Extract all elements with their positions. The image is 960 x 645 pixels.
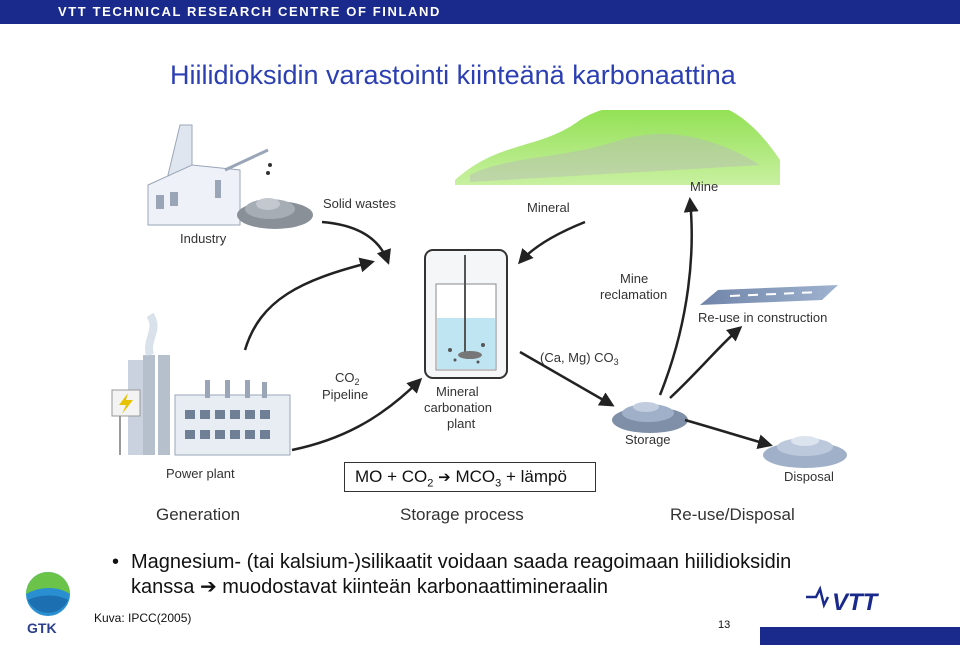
reuse-disposal-heading: Re-use/Disposal	[670, 505, 795, 524]
storage-pile-icon	[612, 402, 688, 433]
carbonation-plant-label: Mineral carbonation plant	[424, 384, 496, 431]
power-plant-icon	[111, 312, 291, 456]
arrow-right-icon: ➔	[438, 469, 451, 486]
co2-pipeline-label: CO2 Pipeline	[322, 370, 368, 402]
process-diagram: Industry Solid wastes Mineral Mine Mine …	[111, 110, 847, 524]
reuse-construction-label: Re-use in construction	[698, 310, 827, 325]
arrow-storage-to-mine	[658, 197, 699, 396]
arrow-mineral-to-plant	[518, 220, 586, 265]
arrow-storage-to-construction	[669, 326, 743, 399]
generation-heading: Generation	[156, 505, 240, 524]
source-credit: Kuva: IPCC(2005)	[94, 611, 192, 625]
mine-reclamation-label: Mine reclamation	[600, 271, 667, 302]
header-bar: VTT TECHNICAL RESEARCH CENTRE OF FINLAND	[0, 0, 960, 24]
vtt-logo: VTT	[806, 585, 880, 616]
vtt-logo-text: VTT	[832, 589, 880, 616]
equation-lhs-sub: 2	[427, 477, 434, 490]
industry-icon	[147, 124, 272, 226]
solid-wastes-label: Solid wastes	[323, 196, 396, 211]
industry-label: Industry	[180, 231, 227, 246]
arrow-power-plant-to-plant	[243, 257, 375, 351]
equation-product-sub: 3	[495, 477, 502, 490]
hill-shape	[455, 110, 780, 185]
disposal-pile-icon	[763, 436, 847, 468]
hill-shadow	[470, 134, 760, 182]
storage-process-heading: Storage process	[400, 505, 524, 524]
equation-lhs: MO + CO	[355, 467, 428, 486]
bullet-line-2: kanssa ➔ muodostavat kiinteän karbonaatt…	[131, 576, 609, 598]
bullet-dot-icon: •	[112, 551, 120, 573]
arrow-storage-to-disposal	[684, 418, 773, 449]
ca-mg-co3-label: (Ca, Mg) CO3	[540, 350, 619, 367]
solid-wastes-pile-icon	[237, 198, 313, 229]
gtk-logo: GTK	[26, 572, 70, 636]
arrow-plant-to-storage	[519, 350, 615, 407]
org-name: VTT TECHNICAL RESEARCH CENTRE OF FINLAND	[58, 4, 441, 19]
equation-product: MCO	[455, 467, 496, 486]
bullet-text: Magnesium- (tai kalsium-)silikaatit void…	[131, 550, 891, 600]
arrow-solid-wastes-to-plant	[321, 220, 391, 265]
power-plant-label: Power plant	[166, 466, 235, 481]
page-number: 13	[718, 619, 731, 631]
arrow-right-icon: ➔	[199, 576, 217, 598]
reactor-icon	[424, 249, 508, 379]
equation-rhs: + lämpö	[505, 467, 567, 486]
slide-title: Hiilidioksidin varastointi kiinteänä kar…	[170, 60, 736, 90]
disposal-label: Disposal	[784, 469, 834, 484]
mine-label: Mine	[690, 179, 718, 194]
reaction-equation: MO + CO2 ➔ MCO3 + lämpö	[344, 462, 596, 492]
gtk-logo-text: GTK	[27, 620, 57, 636]
arrow-co2-pipeline	[291, 377, 423, 452]
footer-bar	[760, 627, 960, 645]
mineral-label: Mineral	[527, 200, 570, 215]
storage-label: Storage	[625, 432, 671, 447]
bullet-line-1: Magnesium- (tai kalsium-)silikaatit void…	[131, 551, 792, 573]
